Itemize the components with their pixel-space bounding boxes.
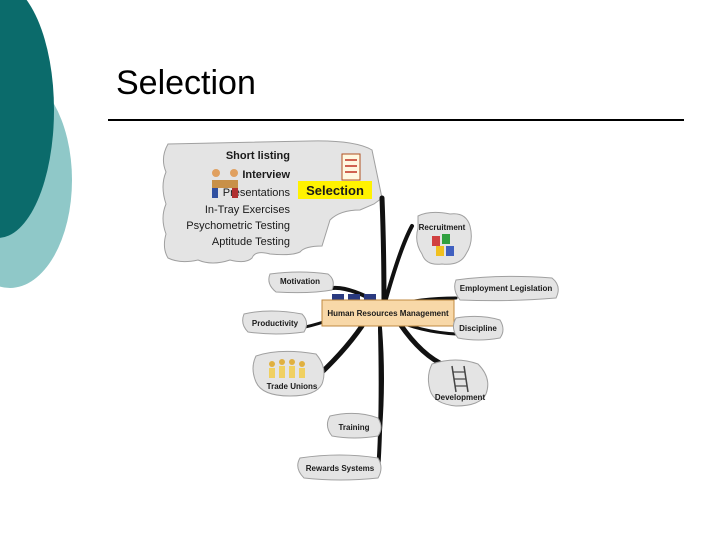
recruitment-papers-icon [432,234,454,256]
selection-highlight [298,181,372,199]
navy-blocks-icon [332,294,376,300]
slide-title: Selection [116,64,256,102]
dark-teal-shape [0,0,54,238]
selection-item-presentations: Presentations [223,187,291,199]
checklist-icon [341,153,361,181]
branch-motivation: Motivation [280,277,320,286]
selection-item-aptitude-testing: Aptitude Testing [212,236,290,248]
selection-item-short-listing: Short listing [226,150,290,162]
selection-item-psychometric-testing: Psychometric Testing [186,220,290,232]
selection-item-in-tray-exercises: In-Tray Exercises [205,204,291,216]
rewards-systems-cloud [297,454,382,481]
discipline-cloud [452,315,504,341]
branch-recruitment: Recruitment [419,223,466,232]
motivation-cloud [268,271,334,294]
branch-discipline: Discipline [459,324,497,333]
people-group-icon [269,359,305,378]
slide-decoration [0,0,72,288]
branch-employment-legislation: Employment Legislation [460,284,553,293]
employment-legislation-cloud [454,275,559,302]
branch-training: Training [338,423,369,432]
meeting-people-icon [212,169,238,198]
branch-trade-unions: Trade Unions [267,382,318,391]
branch-rewards-systems: Rewards Systems [306,464,375,473]
productivity-cloud [242,310,308,335]
training-cloud [326,412,382,439]
center-label: Human Resources Management [327,309,449,318]
branch-productivity: Productivity [252,319,299,328]
development-cloud [427,359,489,407]
selection-item-interview: Interview [242,169,290,181]
center-node [321,299,455,327]
ladder-icon [451,365,469,393]
selection-label: Selection [306,183,364,198]
hr-mind-map: Short listing Interview Presentations In… [162,140,559,481]
title-divider [108,119,684,121]
branch-development: Development [435,393,486,402]
